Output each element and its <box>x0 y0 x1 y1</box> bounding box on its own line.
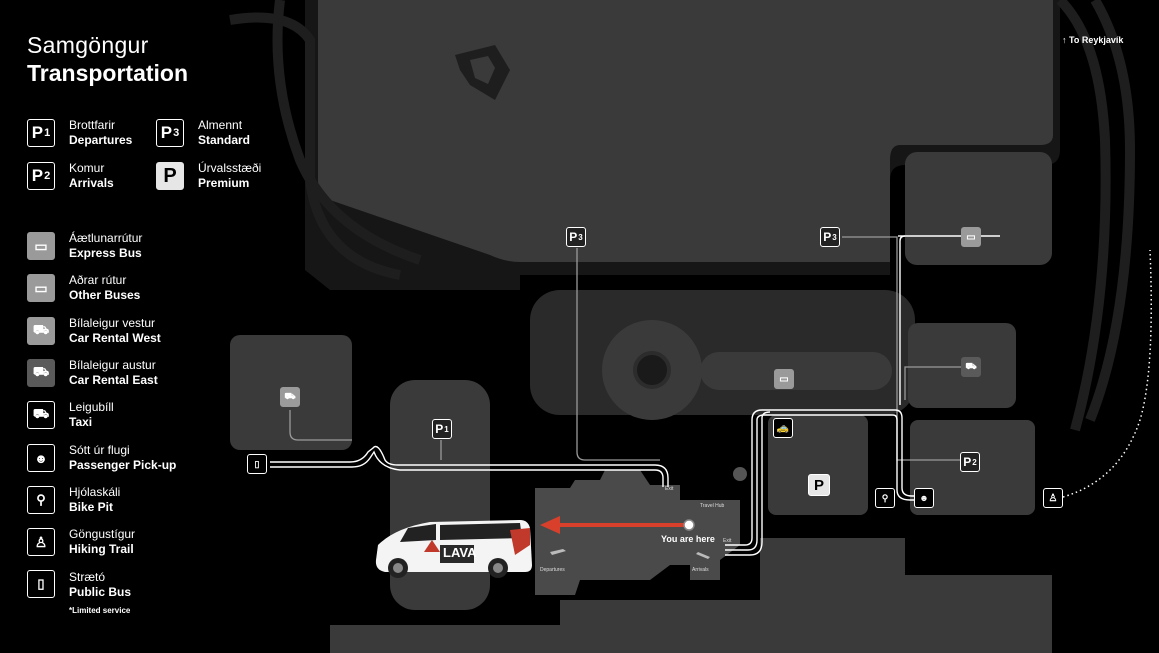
wheel-marker <box>733 467 747 481</box>
travel-hub-label: Travel Hub <box>700 503 725 509</box>
hiking-trail-route <box>1062 249 1152 498</box>
marker-public-bus[interactable]: ▯ <box>247 454 267 474</box>
legend-title-en: Transportation <box>27 60 189 86</box>
departures-label: Departures <box>540 567 565 573</box>
bus-bay-block <box>700 352 892 390</box>
hiking-trail-icon: ♙ <box>27 528 55 556</box>
to-reykjavik-label: ↑ To Reykjavík <box>1062 35 1124 45</box>
legend-title-is: Samgöngur <box>27 32 149 58</box>
marker-other-bus[interactable]: ▭ <box>961 227 981 247</box>
exit-label-2: Exit <box>723 538 732 544</box>
other-bus-icon: ▭ <box>27 274 55 302</box>
lava-van <box>375 520 532 578</box>
marker-car-rental-west[interactable]: ⛟ <box>280 387 300 407</box>
terminal-building <box>535 470 740 595</box>
marker-hiking-trail[interactable]: ♙ <box>1043 488 1063 508</box>
marker-car-rental-east[interactable]: ⛟ <box>961 357 981 377</box>
express-bus-icon: ▭ <box>27 232 55 260</box>
p1-lot <box>390 380 490 610</box>
parking-lot-northeast <box>905 152 1052 265</box>
you-are-here-marker <box>683 519 695 531</box>
marker-bike-pit[interactable]: ⚲ <box>875 488 895 508</box>
car-rental-west-icon: ⛟ <box>27 317 55 345</box>
marker-passenger-pickup[interactable]: ☻ <box>914 488 934 508</box>
public-bus-icon: ▯ <box>27 570 55 598</box>
van-brand-label: LAVA <box>443 545 477 560</box>
you-are-here-label: You are here <box>661 534 715 544</box>
exit-label-1: Exit <box>665 486 674 492</box>
bike-pit-icon: ⚲ <box>27 486 55 514</box>
premium-lot <box>768 415 868 515</box>
premium-parking-icon: P <box>156 162 184 190</box>
taxi-icon: ⛟ <box>27 401 55 429</box>
passenger-pickup-icon: ☻ <box>27 444 55 472</box>
arrow-up-icon: ↑ <box>1062 35 1067 45</box>
legend: Samgöngur Transportation <box>27 32 257 87</box>
car-rental-east-icon: ⛟ <box>27 359 55 387</box>
limited-service-note: *Limited service <box>69 606 131 615</box>
marker-taxi[interactable]: 🚕 <box>773 418 793 438</box>
marker-premium-parking[interactable]: P <box>808 474 830 496</box>
arrivals-label: Arrivals <box>692 567 709 573</box>
marker-express-bus[interactable]: ▭ <box>774 369 794 389</box>
